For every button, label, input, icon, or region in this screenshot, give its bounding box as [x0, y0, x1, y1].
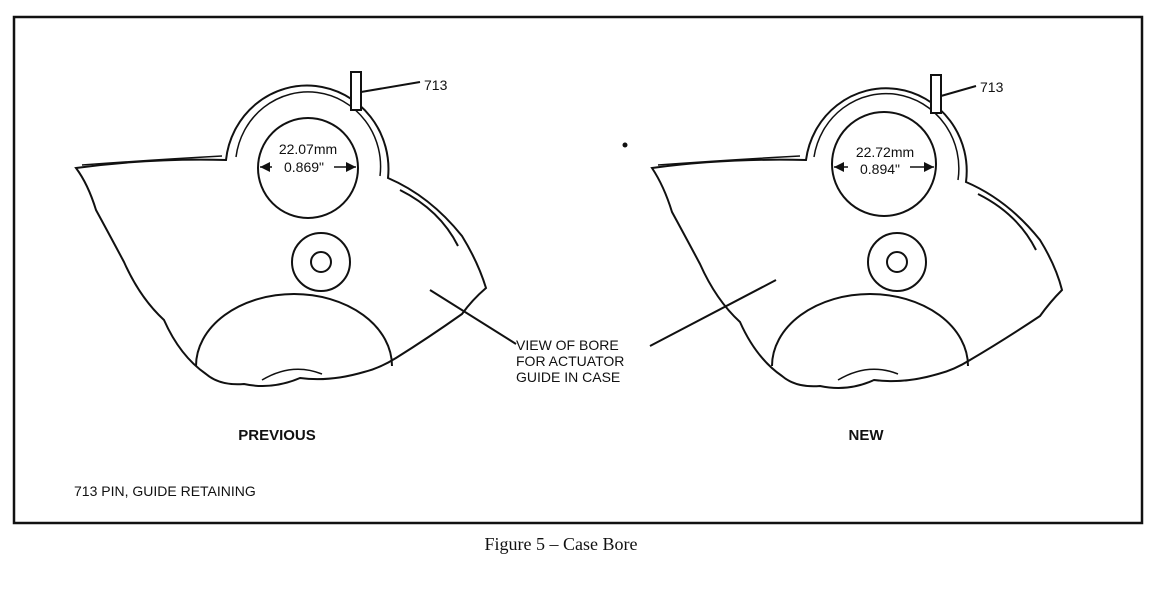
new-boss-inner	[886, 251, 908, 273]
new-dimension-label-bg	[848, 158, 910, 175]
figure-caption: Figure 5 – Case Bore	[485, 534, 638, 554]
previous-boss-outer	[291, 232, 351, 292]
new-lower-arc	[771, 293, 969, 367]
new-case-drawing: 22.72mm 0.894" 713	[650, 74, 1064, 389]
previous-case-side-edge	[399, 189, 459, 247]
callout-leader-new	[649, 279, 777, 347]
new-case-rim	[657, 92, 960, 181]
callout-leader-previous	[429, 289, 517, 345]
new-case-side-edge	[977, 193, 1037, 251]
figure-frame	[12, 15, 1144, 525]
previous-case-rim	[81, 91, 382, 177]
new-case-outline	[650, 87, 1064, 389]
new-pin-leader	[940, 85, 977, 97]
previous-pin-number: 713	[424, 77, 448, 93]
new-boss-outer	[867, 232, 927, 292]
previous-dimension-arrow-right	[346, 162, 356, 172]
previous-case-drawing: 22.07mm 0.869" 713	[74, 71, 488, 387]
previous-bore-circle	[257, 117, 359, 219]
callout-line-1: VIEW OF BORE	[516, 337, 619, 353]
previous-label: PREVIOUS	[238, 427, 316, 444]
new-pin-number: 713	[980, 79, 1004, 95]
previous-bore-mm: 22.07mm	[279, 141, 337, 157]
previous-boss-inner	[310, 251, 332, 273]
part-legend: 713 PIN, GUIDE RETAINING	[74, 483, 256, 499]
new-bore-mm: 22.72mm	[856, 144, 914, 160]
previous-case-outline	[74, 84, 488, 387]
new-dimension-arrow-left	[834, 162, 844, 172]
previous-bore-in: 0.869"	[284, 159, 324, 175]
previous-dimension-label-bg	[272, 158, 334, 175]
previous-lower-arc	[195, 293, 393, 367]
previous-dimension-arrow-left	[260, 162, 270, 172]
new-bore-circle	[831, 111, 937, 217]
previous-lower-notch	[261, 368, 323, 381]
new-lower-notch	[837, 368, 899, 381]
new-label: NEW	[849, 427, 885, 444]
previous-pin	[350, 71, 362, 111]
new-pin	[930, 74, 942, 114]
previous-pin-leader	[360, 81, 421, 93]
new-bore-in: 0.894"	[860, 161, 900, 177]
new-dimension-arrow-right	[924, 162, 934, 172]
callout-line-3: GUIDE IN CASE	[516, 369, 620, 385]
callout-line-2: FOR ACTUATOR	[516, 353, 624, 369]
stray-dot	[622, 142, 628, 148]
